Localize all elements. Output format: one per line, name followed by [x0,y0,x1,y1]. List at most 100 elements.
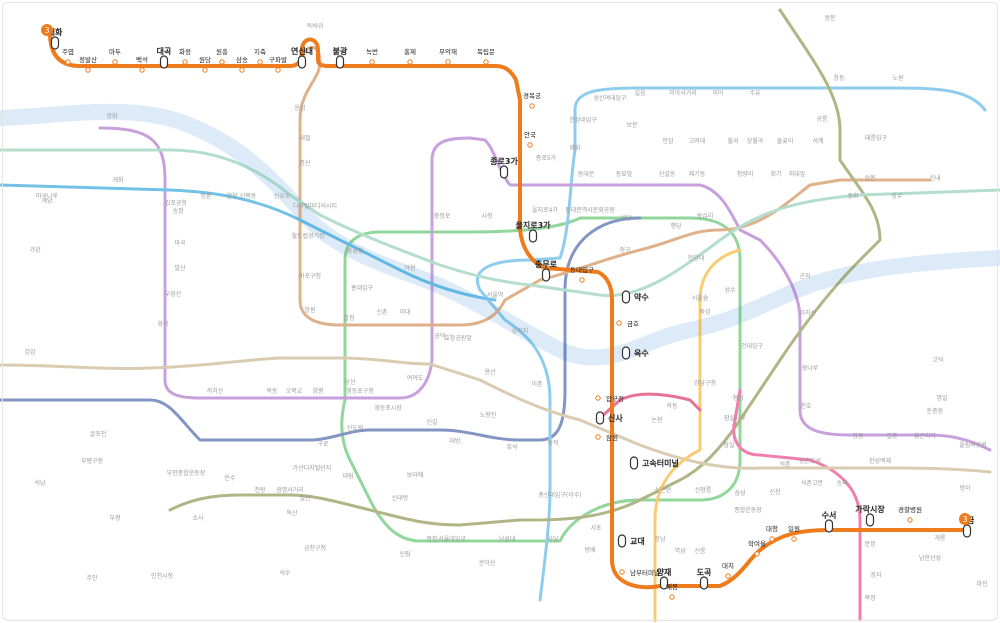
station-marker[interactable] [182,59,188,65]
station-marker[interactable] [824,519,834,533]
station-yaksu[interactable]: 약수 [621,290,650,304]
station-marker[interactable] [529,103,535,109]
station-marker[interactable] [369,59,375,65]
station-label: 고속터미널 [642,458,679,468]
station-yangjae[interactable]: 양재 [657,567,672,590]
station-marker[interactable] [527,142,533,148]
station-nokbeon[interactable]: 녹번 [366,47,378,65]
map-station-label: 개롱 [934,534,946,542]
station-gyeongchal[interactable]: 경찰병원 [898,505,922,523]
station-marker[interactable] [907,517,913,523]
station-marker[interactable] [621,346,631,360]
map-station-label: 석촌 [779,460,791,468]
station-muakjae[interactable]: 무악재 [439,48,457,65]
station-garak[interactable]: 가락시장 [855,504,885,527]
station-marker[interactable] [202,67,208,73]
map-station-label: 종로5가 [536,154,557,162]
station-marker[interactable] [139,67,145,73]
station-dogok[interactable]: 도곡 [697,568,712,590]
station-anguk[interactable]: 안국 [524,130,536,148]
station-chungmuro[interactable]: 충무로 [535,259,558,282]
station-geumho[interactable]: 금호 [616,320,639,328]
station-marker[interactable] [112,59,118,65]
station-apgujeong[interactable]: 압구정 [595,394,624,403]
map-station-label: 검암 [24,348,36,356]
station-marker[interactable] [791,536,797,542]
station-dongnimmun[interactable]: 독립문 [477,48,495,65]
station-marker[interactable] [769,536,775,542]
station-marker[interactable] [85,67,91,73]
map-station-label: 길음 [634,89,646,97]
station-bulgwang[interactable]: 불광 [333,46,348,69]
station-marker[interactable] [579,277,585,283]
map-station-label: 까치산 [207,387,224,395]
station-madu[interactable]: 마두 [109,47,121,65]
station-marker[interactable] [629,456,639,470]
station-nambu[interactable]: 남부터미널 [619,568,660,577]
station-marker[interactable] [617,534,627,548]
station-gupabal[interactable]: 구파발 [269,55,287,73]
station-marker[interactable] [275,67,281,73]
station-maebong[interactable]: 매봉 [666,583,678,600]
station-marker[interactable] [50,36,60,50]
station-expressbus[interactable]: 고속터미널 [629,456,679,470]
station-jeongbalsan[interactable]: 정발산 [79,55,97,73]
station-marker[interactable] [257,59,263,65]
station-samsong[interactable]: 삼송 [236,55,248,73]
map-station-label: 신당 [620,214,632,222]
station-sinsa[interactable]: 신사 [595,411,624,425]
station-gyeongbokgung[interactable]: 경복궁 [523,91,541,109]
station-hwajeong[interactable]: 화정 [179,47,191,65]
station-marker[interactable] [297,55,307,69]
station-daehwa[interactable]: 대화 [48,27,63,50]
station-marker[interactable] [962,524,972,538]
station-marker[interactable] [669,594,675,600]
station-marker[interactable] [407,59,413,65]
station-jichuk[interactable]: 지축 [254,47,266,65]
station-marker[interactable] [595,434,601,440]
map-station-label: 신천 [769,488,780,496]
station-marker[interactable] [595,411,605,425]
station-marker[interactable] [219,59,225,65]
station-euljiro3ga[interactable]: 을지로3가 [515,220,551,243]
station-marker[interactable] [159,55,169,69]
station-baekseok[interactable]: 백석 [136,55,148,73]
station-dongdaeipgu[interactable]: 동대입구 [570,266,594,283]
station-marker[interactable] [595,395,601,401]
station-jongno3ga[interactable]: 종로3가 [490,156,518,179]
station-marker[interactable] [483,59,489,65]
station-marker[interactable] [335,55,345,69]
map-station-label: 동대문역사문화공원 [565,206,615,214]
station-marker[interactable] [621,290,631,304]
station-daechi[interactable]: 대치 [722,561,734,579]
station-marker[interactable] [865,513,875,527]
station-wondang[interactable]: 원당 [199,55,211,73]
station-hongje[interactable]: 홍제 [404,47,416,65]
station-suseo[interactable]: 수서 [822,510,837,533]
station-daecheong[interactable]: 대청 [766,525,778,542]
station-gyodae[interactable]: 교대 [617,534,645,548]
station-marker[interactable] [616,320,622,326]
station-jamwon[interactable]: 잠원 [595,433,618,442]
station-marker[interactable] [541,268,551,282]
station-marker[interactable] [499,165,509,179]
station-irwon[interactable]: 일원 [788,524,800,542]
station-marker[interactable] [659,576,669,590]
station-juyeop[interactable]: 주엽 [62,47,74,65]
line-3-route[interactable] [48,31,970,590]
station-marker[interactable] [725,573,731,579]
station-marker[interactable] [445,59,451,65]
station-daegok[interactable]: 대곡 [157,46,172,69]
station-hagyeoul[interactable]: 학여울 [748,539,766,557]
station-marker[interactable] [754,551,760,557]
map-station-label: 마곡 [174,239,186,247]
map-station-label: 미아 [712,89,724,97]
station-oksu[interactable]: 옥수 [621,346,650,360]
station-marker[interactable] [619,569,625,575]
station-marker[interactable] [699,576,709,590]
station-yeonsinnae[interactable]: 연신내 [291,46,313,69]
station-marker[interactable] [65,59,71,65]
station-marker[interactable] [239,67,245,73]
station-wonheung[interactable]: 원흥 [216,47,228,65]
station-marker[interactable] [528,229,538,243]
